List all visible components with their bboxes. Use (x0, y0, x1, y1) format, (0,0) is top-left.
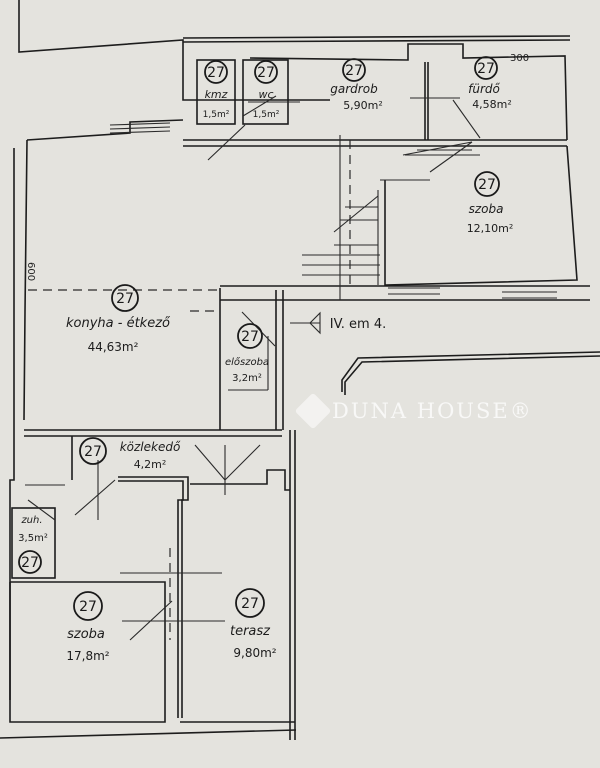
svg-text:27: 27 (345, 63, 363, 79)
room-area-furdo: 4,58m² (472, 98, 512, 111)
room-badge-gardrob: 27 (342, 58, 366, 82)
svg-text:27: 27 (257, 65, 275, 81)
dimension-side: 600 (25, 262, 36, 281)
room-area-gardrob: 5,90m² (343, 99, 383, 112)
room-badge-konyha: 27 (111, 284, 139, 312)
svg-text:27: 27 (477, 61, 495, 77)
room-name-szoba-lower: szoba (67, 627, 105, 642)
room-name-terasz: terasz (230, 624, 271, 639)
svg-text:27: 27 (21, 555, 39, 571)
room-name-kamra: kmz (205, 88, 228, 101)
svg-text:27: 27 (241, 329, 259, 345)
svg-text:27: 27 (207, 65, 225, 81)
level-note: IV. em 4. (330, 317, 387, 332)
watermark: DUNA HOUSE® (294, 392, 533, 430)
room-name-wc: wc (258, 88, 273, 101)
room-name-szoba-upper: szoba (469, 202, 504, 216)
room-area-konyha: 44,63m² (88, 340, 139, 354)
room-name-kozlekedo: közlekedő (120, 440, 181, 454)
walls (0, 0, 600, 740)
svg-text:27: 27 (478, 177, 496, 193)
room-name-eloszoba: előszoba (225, 356, 269, 368)
room-badge-kamra: 27 (204, 60, 228, 84)
room-area-szoba-lower: 17,8m² (66, 649, 109, 663)
room-badge-terasz: 27 (235, 588, 265, 618)
svg-text:27: 27 (116, 291, 134, 307)
room-name-gardrob: gardrob (330, 82, 378, 96)
room-name-furdo: fürdő (468, 82, 500, 96)
svg-text:27: 27 (79, 599, 97, 615)
room-area-szoba-upper: 12,10m² (467, 222, 514, 235)
room-badge-wc: 27 (254, 60, 278, 84)
room-badge-szoba-upper: 27 (474, 171, 500, 197)
svg-text:27: 27 (84, 444, 102, 460)
room-area-kamra: 1,5m² (203, 110, 230, 120)
dimension-top: 300 (510, 53, 529, 64)
room-area-kozlekedo: 4,2m² (134, 458, 167, 471)
watermark-text: DUNA HOUSE® (332, 399, 533, 423)
room-badge-kozlekedo: 27 (79, 437, 107, 465)
room-name-zuhany: zuh. (20, 515, 42, 526)
room-area-terasz: 9,80m² (233, 646, 276, 660)
room-badge-zuhany: 27 (18, 550, 42, 574)
room-badge-szoba-lower: 27 (73, 591, 103, 621)
room-name-konyha: konyha - étkező (66, 316, 171, 331)
duna-house-logo-icon (294, 392, 332, 430)
room-badge-furdo: 27 (474, 56, 498, 80)
svg-text:27: 27 (241, 596, 259, 612)
room-badge-eloszoba: 27 (237, 323, 263, 349)
room-area-eloszoba: 3,2m² (232, 373, 262, 384)
room-area-wc: 1,5m² (253, 110, 280, 120)
room-area-zuhany: 3,5m² (18, 533, 48, 544)
